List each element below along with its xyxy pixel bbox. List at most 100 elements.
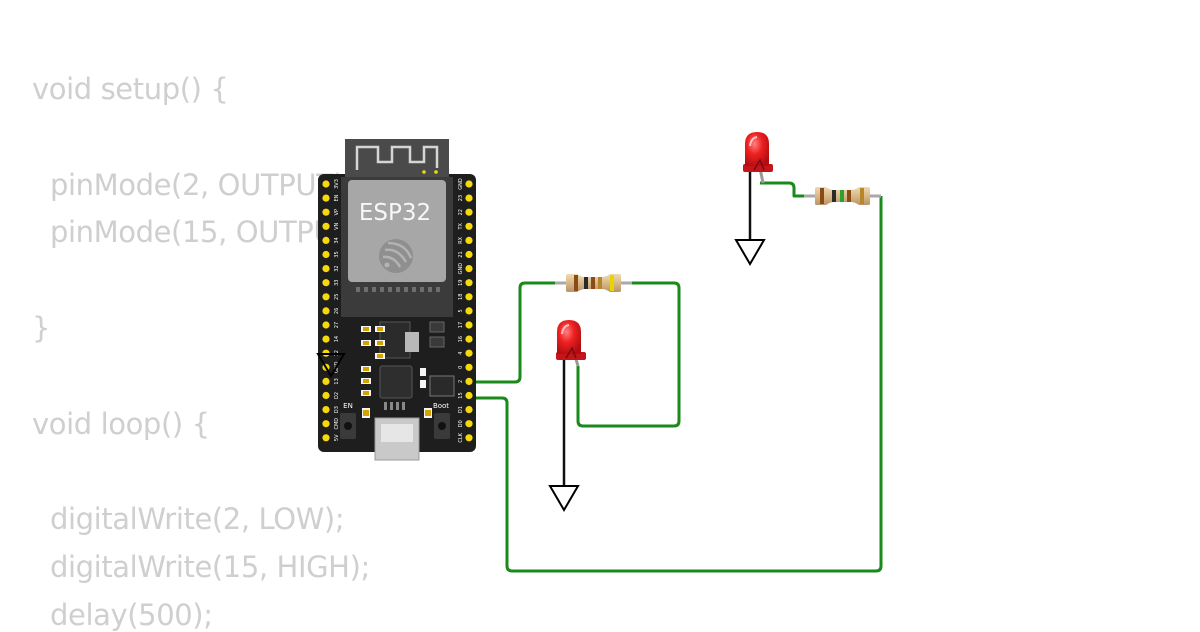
ground-symbol-board [316,353,346,378]
pin[interactable] [465,434,473,442]
pin-label: 0 [458,366,464,369]
pin[interactable] [322,180,330,188]
en-label: EN [343,402,353,410]
pin[interactable] [465,391,473,400]
pin-label: 34 [334,237,340,243]
pin[interactable] [322,307,330,315]
resistor-2[interactable] [804,187,881,205]
pin[interactable] [465,406,473,414]
pin-label: CMD [334,418,340,430]
pin[interactable] [322,293,330,301]
pin[interactable] [322,406,330,414]
pin-label: 26 [334,308,340,314]
pin-label: 35 [334,251,340,257]
code-line: void loop() { [32,406,210,441]
smd-components [361,326,432,418]
pin[interactable] [465,349,473,357]
pin[interactable] [465,307,473,315]
pin-label: 23 [458,195,464,201]
pin-label: D0 [458,420,464,427]
pin[interactable] [322,236,330,244]
pin[interactable] [465,279,473,287]
pin[interactable] [322,208,330,216]
pin[interactable] [465,222,473,230]
antenna [345,139,449,177]
module-pads [356,287,440,292]
pin[interactable] [465,265,473,273]
ground-symbol-2 [734,239,766,266]
pin[interactable] [322,377,330,385]
espressif-logo-icon [379,239,413,273]
pin-label: EN [334,194,340,201]
code-line: digitalWrite(15, HIGH); [50,550,370,584]
pin[interactable] [322,335,330,343]
pin-label: 22 [458,209,464,215]
wire-gpio2 [470,281,681,428]
led-2[interactable] [743,132,773,240]
pin-label: 5 [458,309,464,312]
pin-label: 17 [458,322,464,328]
ground-symbol-1 [548,485,580,512]
code-line: } [32,311,51,345]
pin-label: D3 [334,406,340,413]
wire-gpio15 [470,181,883,573]
pin[interactable] [322,222,330,230]
code-line: void setup() { [32,72,229,106]
pin[interactable] [465,236,473,244]
pin-label: GND [458,178,464,190]
usb-uart-chip [379,365,413,399]
pin-label: TX [458,222,464,230]
pin-label: 13 [334,378,340,384]
pin-label: 14 [334,336,340,342]
resistor-1[interactable] [555,274,632,292]
pin-label: 32 [334,265,340,271]
pin[interactable] [322,279,330,287]
pin[interactable] [322,321,330,329]
pin-label: 3V3 [334,179,340,189]
pin[interactable] [322,265,330,273]
pin[interactable] [465,377,473,385]
pin-label: GND [458,263,464,275]
pin-label: 25 [334,294,340,300]
pin-label: D1 [458,406,464,413]
pin-label: 4 [458,352,464,355]
pin[interactable] [322,391,330,400]
pin-label: 18 [458,294,464,300]
antenna-trace [355,145,439,170]
pin-label: 5V [334,434,340,441]
pin[interactable] [465,180,473,188]
pin[interactable] [465,335,473,343]
esp32-board[interactable]: ESP32 [318,139,476,461]
pin-label: 15 [458,392,464,398]
pin[interactable] [322,420,330,428]
led-1[interactable] [556,320,586,486]
pin-label: 16 [458,336,464,342]
pin[interactable] [465,194,473,202]
pin-label: 33 [334,280,340,286]
code-line: digitalWrite(2, LOW); [50,502,345,537]
pin-label: 27 [334,322,340,328]
regulator-tab [405,332,419,352]
pin[interactable] [465,363,473,371]
board-label: ESP32 [359,200,431,226]
pin-label: CLK [458,432,464,442]
pin[interactable] [322,194,330,202]
pin[interactable] [465,293,473,301]
pin-label: 19 [458,280,464,286]
pin[interactable] [465,250,473,259]
pin[interactable] [465,321,473,329]
pin-label: VP [334,209,340,215]
boot-label: Boot [433,402,449,410]
pin-label: D2 [334,392,340,399]
pin[interactable] [465,420,473,428]
pin[interactable] [322,250,330,259]
module-shield [348,180,446,282]
code-line: delay(500); [50,597,213,632]
pin-label: 21 [458,251,464,257]
pin[interactable] [465,208,473,216]
pin-label: VN [334,222,340,229]
pin-label: RX [458,236,464,243]
pin[interactable] [322,434,330,442]
